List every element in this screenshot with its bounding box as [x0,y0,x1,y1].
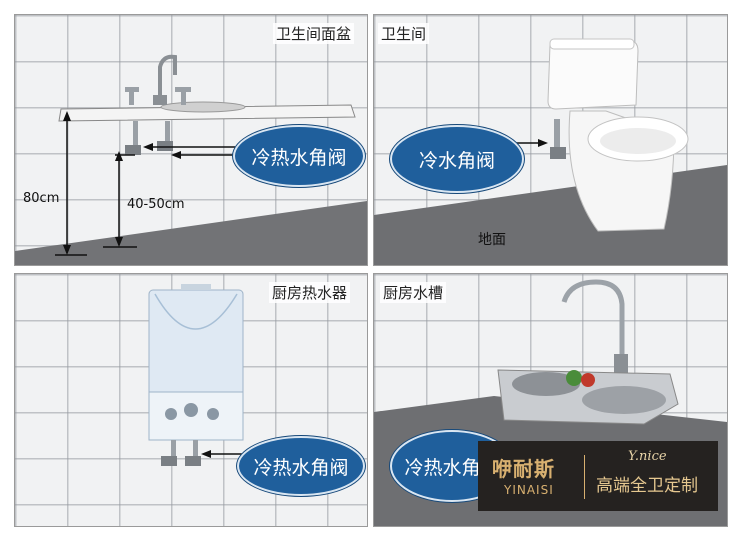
floor [15,201,367,265]
panel-title: 卫生间 [378,23,430,44]
callout-label: 冷热水角阀 [233,125,365,187]
panel-title: 卫生间面盆 [273,23,355,44]
callout-label: 冷热水角阀 [237,436,365,496]
brand-name-cn: 咿耐斯 [492,457,555,481]
panel-water-heater: 厨房热水器 冷热水角阀 [14,273,368,527]
brand-slogan: 高端全卫定制 [596,476,698,496]
kitchen-sink-illustration [497,279,679,425]
washbasin-illustration [55,54,356,256]
brand-watermark: 咿耐斯 YINAISI Y.nice 高端全卫定制 [478,441,718,511]
height-label-valve: 40-50cm [127,197,185,212]
callout-label: 冷水角阀 [390,125,524,193]
floor-label: 地面 [478,232,506,248]
panel-title: 厨房水槽 [380,282,447,303]
height-label-total: 80cm [23,191,60,206]
water-heater-illustration [148,284,251,466]
brand-divider [584,455,585,499]
panel-toilet: 卫生间 冷水角阀 地面 [373,14,728,266]
brand-script: Y.nice [628,449,667,464]
brand-name-en: YINAISI [504,483,554,497]
toilet-illustration [458,38,689,232]
panel-washbasin: 卫生间面盆 80cm 40-50cm 冷热水角阀 [14,14,368,266]
panel-title: 厨房热水器 [269,282,351,303]
